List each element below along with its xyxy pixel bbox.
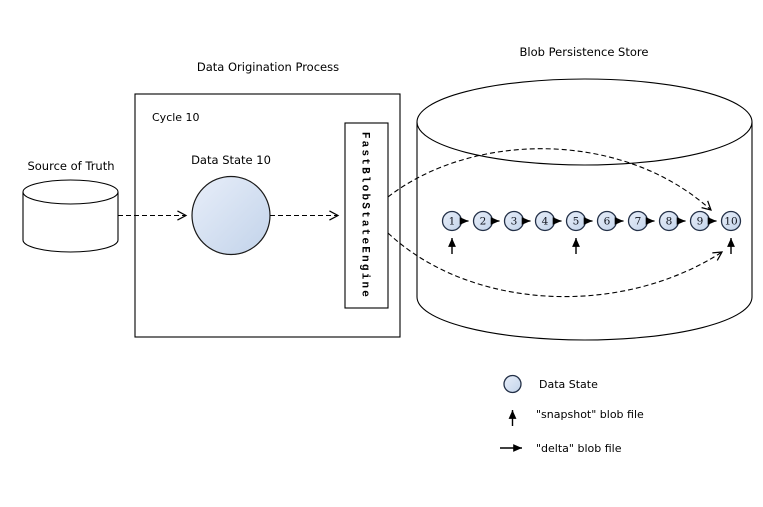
blob-node-label: 5: [573, 216, 580, 228]
fast-blob-state-engine: FastBlobStateEngine: [344, 122, 389, 309]
origination-title: Data Origination Process: [197, 60, 339, 74]
legend-data-state-icon: [503, 374, 522, 394]
data-state-circle: [191, 175, 271, 256]
source-cylinder-top: [22, 179, 119, 205]
blob-persistence-store: Blob Persistence Store: [416, 45, 753, 341]
source-of-truth: Source of Truth: [22, 159, 119, 253]
store-cylinder-body: [416, 122, 753, 341]
legend-delta-label: "delta" blob file: [536, 442, 622, 455]
cycle-label: Cycle 10: [152, 111, 200, 124]
store-title: Blob Persistence Store: [520, 45, 649, 59]
blob-chain: 1 2 3 4 5 6 7 8 9 10: [441, 210, 742, 254]
cycle-box: [134, 93, 401, 338]
data-state-label: Data State 10: [191, 153, 271, 167]
legend: Data State "snapshot" blob file "delta" …: [500, 374, 644, 455]
persist-delta-curve: [387, 148, 712, 211]
engine-box: [344, 122, 389, 309]
source-of-truth-label: Source of Truth: [27, 159, 114, 173]
blob-node-label: 2: [480, 216, 487, 228]
legend-snapshot-label: "snapshot" blob file: [536, 408, 644, 421]
blob-node-label: 8: [666, 216, 673, 228]
blob-node-label: 6: [604, 216, 611, 228]
legend-data-state-label: Data State: [539, 378, 598, 391]
engine-label: FastBlobStateEngine: [359, 132, 371, 299]
blob-node-10: [720, 210, 742, 232]
data-origination-process: Data Origination Process Cycle 10 Data S…: [134, 60, 401, 338]
store-cylinder-top: [416, 78, 753, 166]
blob-node-label: 10: [724, 216, 737, 228]
blob-node-label: 9: [697, 216, 704, 228]
blob-node-label: 3: [511, 216, 518, 228]
blob-node-label: 7: [635, 216, 642, 228]
source-cylinder: [22, 192, 119, 253]
blob-node-label: 4: [542, 216, 549, 228]
blob-node-label: 1: [449, 216, 456, 228]
